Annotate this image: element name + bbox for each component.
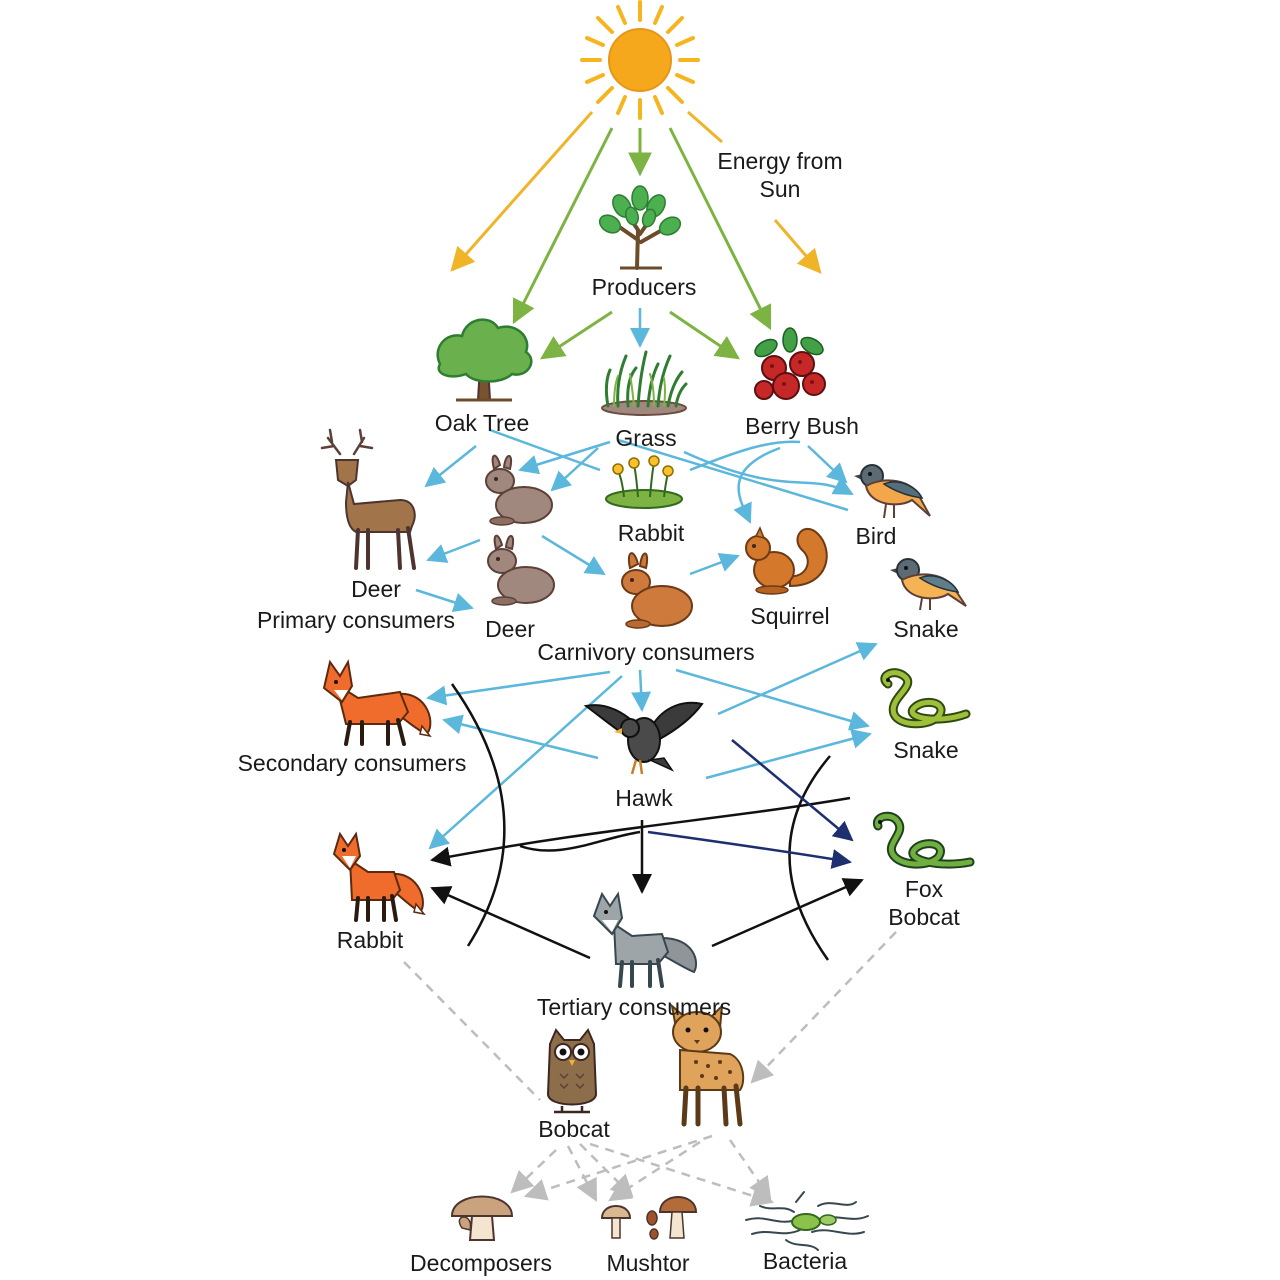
producers-to-oak-arrow xyxy=(539,310,613,360)
bird-label: Bird xyxy=(855,523,897,549)
bacteria-icon xyxy=(745,1191,869,1251)
hawk-icon xyxy=(583,701,704,775)
rabbit-icon xyxy=(487,534,555,606)
mushroom-icon xyxy=(450,1195,514,1241)
solar-arrow-left xyxy=(450,111,594,272)
berry-bush-icon xyxy=(754,327,826,400)
secondary-consumers-label: Secondary consumers xyxy=(237,750,467,776)
oak-tree-icon xyxy=(436,318,533,402)
squirrel-label: Squirrel xyxy=(750,603,830,629)
bacteria-label: Bacteria xyxy=(762,1248,848,1274)
sun-icon xyxy=(580,0,700,120)
tertiary-consumers-label: Tertiary consumers xyxy=(536,994,732,1020)
bobcat-icon xyxy=(670,1003,745,1127)
solar-arrow-right xyxy=(687,110,723,144)
fox-icon xyxy=(332,831,426,922)
navy-arrows xyxy=(647,739,854,869)
solar-arrow-right-head xyxy=(773,219,822,274)
primary-consumers-label: Primary consumers xyxy=(256,607,456,633)
sun-to-oak-arrow xyxy=(512,127,614,325)
snake-label-1: Snake xyxy=(893,616,959,642)
carnivory-consumers-label: Carnivory consumers xyxy=(537,639,755,665)
snake-label-2: Snake xyxy=(893,737,959,763)
producer-arrows xyxy=(512,127,772,360)
sun-to-berry-arrow xyxy=(668,127,772,331)
snake-icon xyxy=(873,811,975,869)
decomposer-arrows xyxy=(403,931,897,1207)
hawk-label: Hawk xyxy=(615,785,673,811)
squirrel-icon xyxy=(745,526,828,595)
rabbit-label-2: Rabbit xyxy=(336,927,404,953)
deer-label-2: Deer xyxy=(485,616,535,642)
mushtor-label: Mushtor xyxy=(606,1250,690,1276)
producers-to-berry-arrow xyxy=(669,310,740,360)
oak-tree-label: Oak Tree xyxy=(434,410,530,436)
mushroom-icon xyxy=(600,1196,698,1240)
rabbit-icon xyxy=(621,552,693,629)
wolf-icon xyxy=(592,891,698,988)
snake-icon xyxy=(880,668,971,729)
energy-from-sun-label: Energy from Sun xyxy=(717,148,843,202)
deer-label-1: Deer xyxy=(351,576,401,602)
solar-energy-arrows xyxy=(450,110,822,274)
predator-arrows xyxy=(430,683,864,961)
tree-icon xyxy=(598,185,682,270)
fox-icon xyxy=(322,659,432,746)
rabbit-icon xyxy=(485,454,553,526)
bird-icon xyxy=(890,558,967,611)
decomposers-label: Decomposers xyxy=(410,1250,552,1276)
grass-label: Grass xyxy=(615,425,677,451)
fox-bobcat-label: Fox Bobcat xyxy=(888,876,960,930)
bird-icon xyxy=(854,464,931,519)
berry-bush-label: Berry Bush xyxy=(745,413,859,439)
grass-icon xyxy=(601,350,688,416)
owl-icon xyxy=(546,1028,598,1114)
flower-icon xyxy=(605,455,683,509)
bobcat-label: Bobcat xyxy=(538,1116,610,1142)
rabbit-label-1: Rabbit xyxy=(617,520,685,546)
producers-label: Producers xyxy=(591,274,697,300)
deer-icon xyxy=(320,428,416,570)
